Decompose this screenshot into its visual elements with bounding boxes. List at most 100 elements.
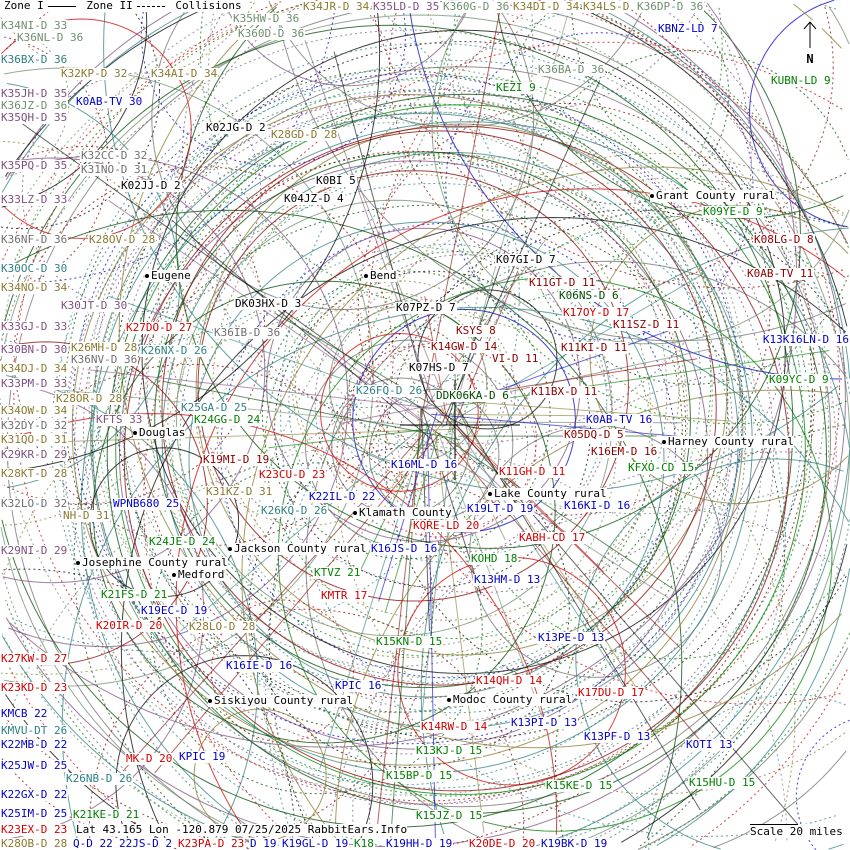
station-label[interactable]: K22IL-D 22 <box>308 490 377 503</box>
station-label[interactable]: K15KE-D 15 <box>545 779 614 792</box>
station-label[interactable]: K36NF-D 36 <box>0 233 69 246</box>
station-label[interactable]: K09YE-D 9 <box>702 205 764 218</box>
station-label[interactable]: K35LD-D 35 <box>372 0 441 13</box>
station-label[interactable]: K19MI-D 19 <box>202 453 271 466</box>
station-label[interactable]: K34DI-D 34 <box>512 0 581 13</box>
station-label[interactable]: KQRE-LD 20 <box>412 519 481 532</box>
station-label[interactable]: K25IM-D 25 <box>0 807 69 820</box>
station-label[interactable]: K34AI-D 34 <box>150 67 219 80</box>
station-label[interactable]: K34NO-D 34 <box>0 281 69 294</box>
station-label[interactable]: K32KP-D 32 <box>60 67 129 80</box>
station-label[interactable]: KABH-CD 17 <box>518 531 587 544</box>
station-label[interactable]: KMTR 17 <box>320 589 369 602</box>
station-label[interactable]: K28OR-D 28 <box>55 392 124 405</box>
station-label[interactable]: K16KI-D 16 <box>563 499 632 512</box>
station-label[interactable]: K19LT-D 19 <box>466 502 535 515</box>
station-label[interactable]: KOHD 18 <box>470 552 519 565</box>
station-label[interactable]: K30OC-D 30 <box>0 262 69 275</box>
station-label[interactable]: K36BX-D 36 <box>0 53 69 66</box>
station-label[interactable]: K13K16LN-D 16 <box>761 333 850 346</box>
station-label[interactable]: K24JE-D 24 <box>148 535 217 548</box>
station-label[interactable]: K22GX-D 22 <box>0 788 69 801</box>
station-label[interactable]: K33PM-D 33 <box>0 377 69 390</box>
station-label[interactable]: K28LO-D 28 <box>188 620 257 633</box>
station-label[interactable]: K34OW-D 34 <box>0 404 69 417</box>
station-label[interactable]: K26FQ-D 26 <box>355 384 424 397</box>
station-label[interactable]: K19EC-D 19 <box>140 604 209 617</box>
station-label[interactable]: KTVZ 21 <box>313 566 362 579</box>
station-label[interactable]: K08LG-D 8 <box>753 233 815 246</box>
station-label[interactable]: K31QO-D 31 <box>0 433 69 446</box>
station-label[interactable]: K360G-D 36 <box>442 0 511 13</box>
station-label[interactable]: K26MH-D 28 <box>70 341 139 354</box>
station-label[interactable]: K16EM-D 16 <box>590 445 659 458</box>
station-label[interactable]: K28KT-D 28 <box>0 467 69 480</box>
station-label[interactable]: K04JZ-D 4 <box>283 192 345 205</box>
station-label[interactable]: K29NI-D 29 <box>0 544 69 557</box>
station-label[interactable]: K36NL-D 36 <box>16 31 85 44</box>
station-label[interactable]: K30JT-D 30 <box>60 299 129 312</box>
station-label[interactable]: K06NS-D 6 <box>558 289 620 302</box>
station-label[interactable]: K23EX-D 23 <box>0 823 69 836</box>
station-label[interactable]: K30BN-D 30 <box>0 343 69 356</box>
station-label[interactable]: K23CU-D 23 <box>258 468 327 481</box>
station-label[interactable]: K20IR-D 20 <box>95 619 164 632</box>
station-label[interactable]: K34JR-D 34 <box>302 0 371 13</box>
station-label[interactable]: K34LS-D <box>582 0 631 13</box>
station-label[interactable]: K31KZ-D 31 <box>205 485 274 498</box>
station-label[interactable]: K36JZ-D 36 <box>0 99 69 112</box>
station-label[interactable]: DK03HX-D 3 <box>234 297 303 310</box>
station-label[interactable]: K16IE-D 16 <box>225 659 294 672</box>
station-label[interactable]: K28OB-D 28 <box>0 837 69 850</box>
station-label[interactable]: K36DP-D 36 <box>636 0 705 13</box>
station-label[interactable]: K29KR-D 29 <box>0 448 69 461</box>
station-label[interactable]: K07PZ-D 7 <box>395 301 457 314</box>
station-label[interactable]: K11GH-D 11 <box>498 465 567 478</box>
station-label[interactable]: K0BI 5 <box>315 174 357 187</box>
station-label[interactable]: K19HH-D 19 <box>385 837 454 850</box>
station-label[interactable]: KBNZ-LD 7 <box>657 22 719 35</box>
station-label[interactable]: K35PQ-D 35 <box>0 159 69 172</box>
station-label[interactable]: K17OY-D 17 <box>562 306 631 319</box>
station-label[interactable]: K16JS-D 16 <box>370 542 439 555</box>
station-label[interactable]: K26KQ-D 26 <box>260 504 329 517</box>
station-label[interactable]: K11GT-D 11 <box>528 276 597 289</box>
station-label[interactable]: K25GA-D 25 <box>180 401 249 414</box>
station-label[interactable]: KEZI 9 <box>495 81 537 94</box>
station-label[interactable]: K05DQ-D 5 <box>563 428 625 441</box>
station-label[interactable]: KPIC 16 <box>334 679 383 692</box>
station-label[interactable]: KFXO-CD 15 <box>627 461 696 474</box>
station-label[interactable]: KFTS 33 <box>95 413 144 426</box>
station-label[interactable]: KMVU-DT 26 <box>0 724 69 737</box>
station-label[interactable]: VI-D 11 <box>491 352 540 365</box>
station-label[interactable]: K15BP-D 15 <box>385 769 454 782</box>
station-label[interactable]: K13PE-D 13 <box>537 631 606 644</box>
station-label[interactable]: K14RW-D 14 <box>420 720 489 733</box>
station-label[interactable]: K23KD-D 23 <box>0 681 69 694</box>
station-label[interactable]: KSYS 8 <box>455 324 497 337</box>
station-label[interactable]: K20DE-D 20 <box>468 837 537 850</box>
station-label[interactable]: 22JS-D 2 <box>118 837 173 850</box>
station-label[interactable]: K13PI-D 13 <box>510 716 579 729</box>
station-label[interactable]: K15HU-D 15 <box>688 776 757 789</box>
station-label[interactable]: K27KW-D 27 <box>0 652 69 665</box>
station-label[interactable]: K0AB-TV 30 <box>75 95 144 108</box>
station-label[interactable]: K19BK-D 19 <box>540 837 609 850</box>
station-label[interactable]: K23PA-D 23 <box>177 837 246 850</box>
station-label[interactable]: K28GD-D 28 <box>270 128 339 141</box>
station-label[interactable]: K35HW-D 36 <box>232 12 301 25</box>
station-label[interactable]: K13HM-D 13 <box>473 573 542 586</box>
station-label[interactable]: K21KE-D 21 <box>72 808 141 821</box>
station-label[interactable]: K25JW-D 25 <box>0 759 69 772</box>
station-label[interactable]: K36IB-D 36 <box>213 326 282 339</box>
station-label[interactable]: K35JH-D 35 <box>0 87 69 100</box>
station-label[interactable]: K02JG-D 2 <box>205 121 267 134</box>
station-label[interactable]: K35QH-D 35 <box>0 111 69 124</box>
station-label[interactable]: K22MB-D 22 <box>0 738 69 751</box>
station-label[interactable]: K360D-D 36 <box>237 27 306 40</box>
station-label[interactable]: K15JZ-D 15 <box>415 809 484 822</box>
station-label[interactable]: K07HS-D 7 <box>408 361 470 374</box>
station-label[interactable]: WPNB680 25 <box>112 497 181 510</box>
station-label[interactable]: K13PF-D 13 <box>583 730 652 743</box>
station-label[interactable]: K0AB-TV 16 <box>585 413 654 426</box>
